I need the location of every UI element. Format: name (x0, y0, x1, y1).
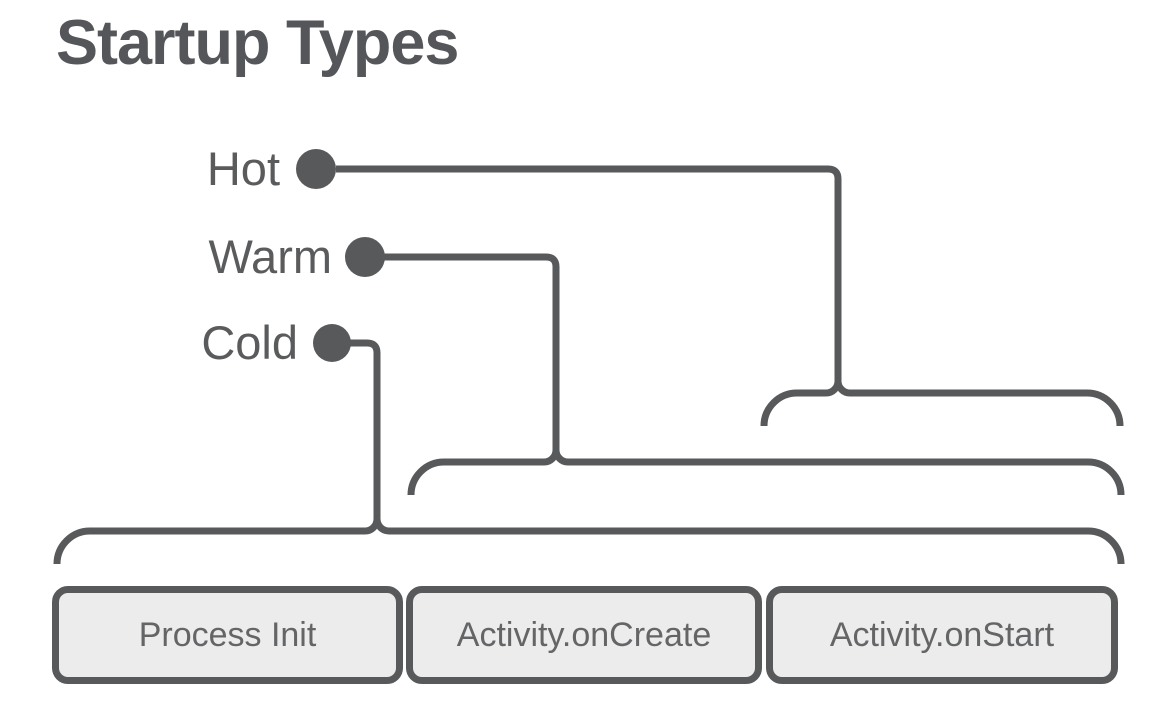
page-title: Startup Types (56, 8, 459, 78)
hot-dot (296, 149, 336, 189)
stage-label: Activity.onCreate (456, 615, 712, 654)
hot-connector-line (336, 165, 842, 382)
stage-box-activity-onstart: Activity.onStart (766, 586, 1118, 684)
hot-brace (760, 377, 1124, 427)
stage-box-activity-oncreate: Activity.onCreate (406, 586, 762, 684)
warm-dot (345, 237, 385, 277)
stage-label: Process Init (138, 615, 317, 654)
startup-type-label-warm: Warm (208, 230, 332, 283)
warm-connector-line (383, 253, 560, 451)
cold-brace (53, 515, 1125, 565)
stage-label: Activity.onStart (829, 615, 1055, 654)
warm-brace (407, 446, 1125, 496)
cold-connector-line (348, 339, 381, 520)
cold-dot (313, 324, 351, 362)
startup-type-label-hot: Hot (206, 142, 280, 195)
stage-box-process-init: Process Init (52, 586, 403, 684)
startup-type-label-cold: Cold (201, 316, 298, 369)
